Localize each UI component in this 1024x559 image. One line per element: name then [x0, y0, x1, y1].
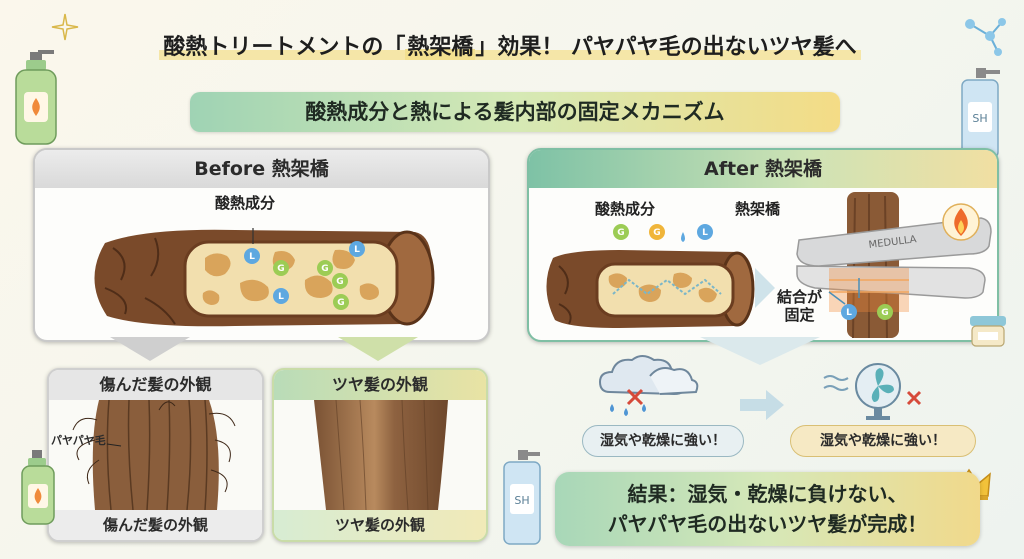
frizz-label: パヤパヤ毛	[51, 434, 106, 447]
down-arrow-icon	[700, 337, 820, 365]
humidity-resist-left: 湿気や乾燥に強い！	[582, 425, 744, 457]
before-ingredient-label: 酸熱成分	[215, 194, 276, 212]
humidity-resist-right: 湿気や乾燥に強い！	[790, 425, 976, 457]
after-panel-title: After 熱架橋	[529, 150, 997, 188]
right-arrow-icon	[740, 390, 784, 420]
rain-cloud-icon	[598, 355, 699, 416]
svg-text:L: L	[278, 292, 284, 302]
result-line-1: 結果：湿気・乾燥に負けない、	[627, 482, 908, 506]
sparkle-icon	[51, 13, 79, 41]
after-panel: After 熱架橋 G G L MEDULLA L G	[527, 148, 999, 342]
shiny-hair-illustration	[314, 399, 448, 511]
svg-text:G: G	[653, 228, 660, 238]
svg-text:SH: SH	[514, 494, 529, 507]
before-panel: Before 熱架橋 L G L G G L G 酸熱成分	[33, 148, 490, 342]
shiny-hair-title: ツヤ髪の外観	[274, 370, 486, 400]
svg-text:L: L	[846, 308, 852, 318]
fan-icon	[823, 363, 922, 420]
treatment-bottle-icon	[21, 450, 55, 525]
damaged-hair-footer: 傷んだ髪の外観	[49, 510, 262, 540]
shiny-hair-footer: ツヤ髪の外観	[274, 510, 486, 540]
down-arrow-icon	[110, 337, 190, 361]
shiny-hair-panel: ツヤ髪の外観 ツヤ髪の外観	[272, 368, 488, 542]
treatment-bottle-icon	[15, 50, 57, 145]
svg-text:G: G	[336, 277, 343, 287]
damaged-hair-title: 傷んだ髪の外観	[49, 370, 262, 400]
damaged-hair-illustration	[72, 399, 236, 511]
svg-text:L: L	[354, 245, 360, 255]
damaged-hair-panel: 傷んだ髪の外観 パヤパヤ毛 傷んだ髪の外観	[47, 368, 264, 542]
page-title: 酸熱トリートメントの「熱架橋」効果！ パヤパヤ毛の出ないツヤ髪へ	[60, 28, 960, 68]
result-banner: 結果：湿気・乾燥に負けない、 パヤパヤ毛の出ないツヤ髪が完成！	[555, 472, 980, 546]
svg-text:G: G	[617, 228, 624, 238]
cream-jar-icon	[970, 316, 1006, 347]
hair-cross-section-before: L G L G G L G	[94, 228, 435, 327]
result-line-2: パヤパヤ毛の出ないツヤ髪が完成！	[607, 512, 928, 536]
bond-fixed-label: 結合が固定	[777, 288, 823, 324]
hair-cross-section-after: G G L MEDULLA L G	[546, 192, 992, 339]
shampoo-bottle-icon: SH	[503, 450, 541, 545]
before-panel-title: Before 熱架橋	[35, 150, 488, 188]
crosslink-label: 熱架橋	[735, 200, 781, 218]
svg-text:G: G	[277, 264, 284, 274]
svg-text:G: G	[881, 308, 888, 318]
down-arrow-icon	[338, 337, 418, 361]
page-subtitle: 酸熱成分と熱による髪内部の固定メカニズム	[190, 92, 840, 132]
svg-text:L: L	[702, 228, 708, 238]
after-ingredient-label: 酸熱成分	[595, 200, 656, 218]
molecule-icon	[965, 18, 1006, 56]
svg-text:G: G	[321, 264, 328, 274]
svg-text:SH: SH	[972, 112, 987, 125]
svg-text:L: L	[249, 252, 255, 262]
svg-text:G: G	[337, 298, 344, 308]
